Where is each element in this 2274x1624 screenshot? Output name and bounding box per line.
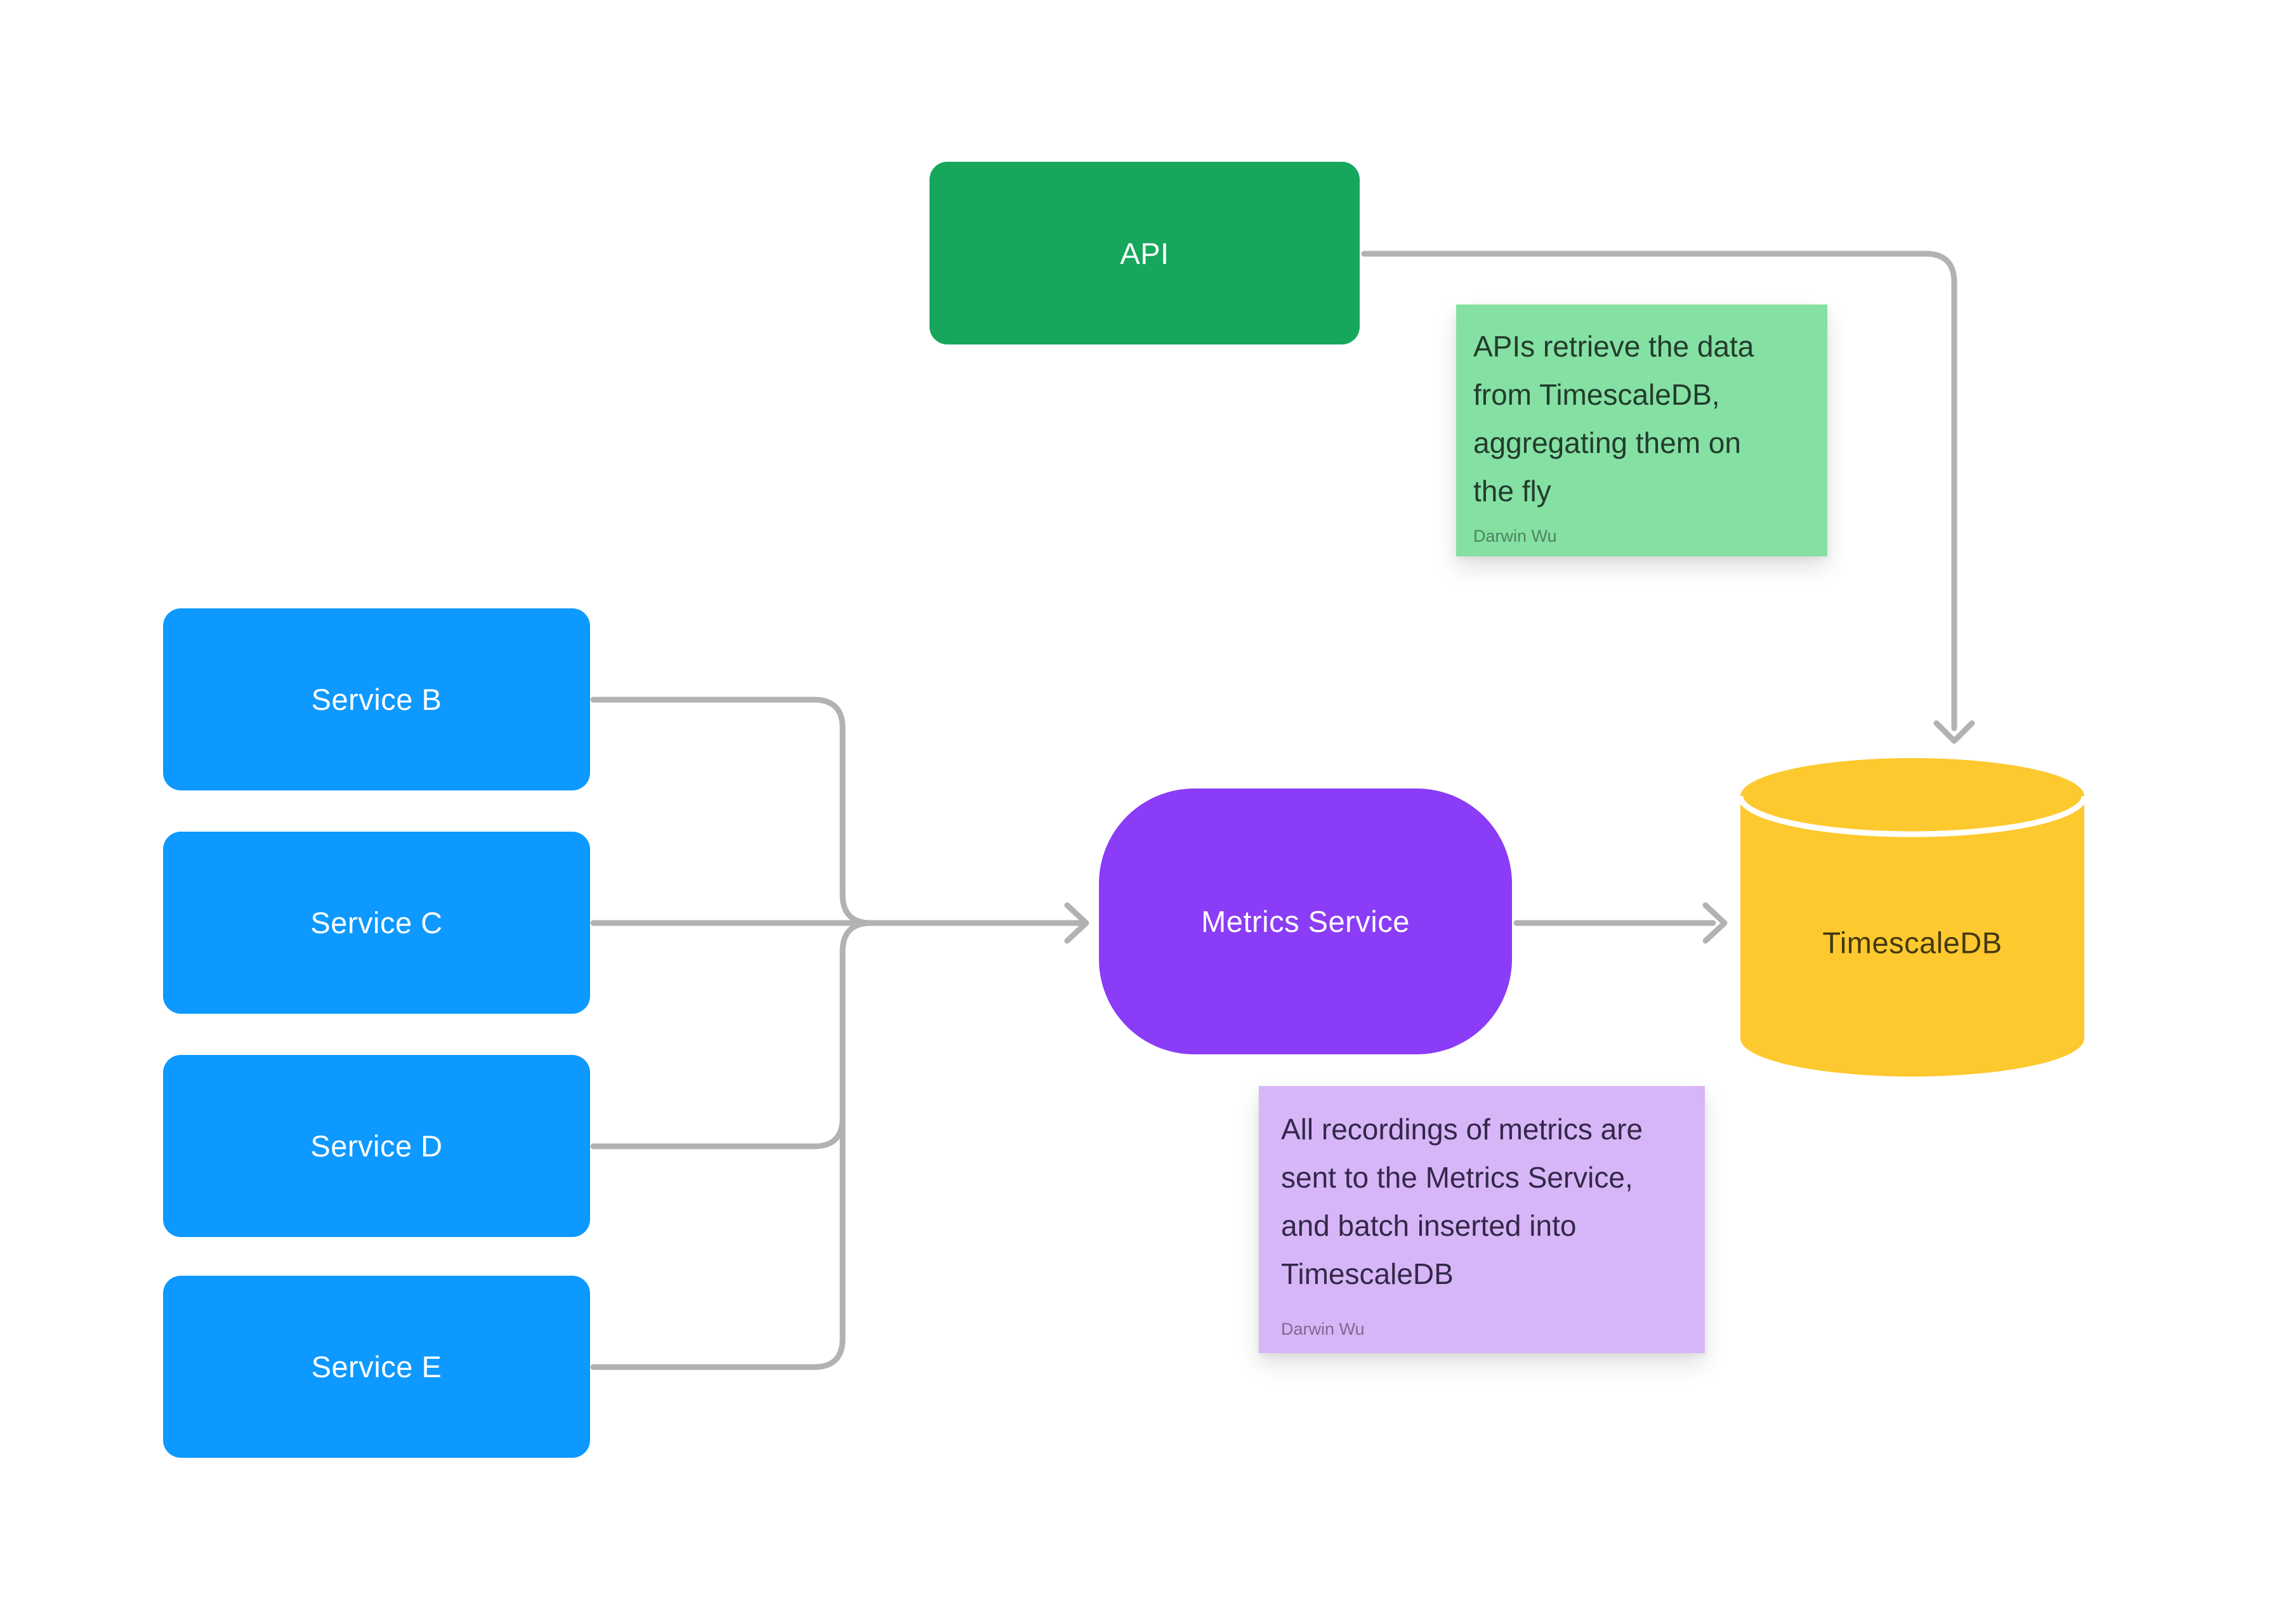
connector-service-d-line[interactable]	[590, 1115, 846, 1149]
metrics-service-label: Metrics Service	[1201, 905, 1410, 938]
connector-api-db-line[interactable]	[1361, 251, 1957, 731]
sticky-note-metrics[interactable]: All recordings of metrics are sent to th…	[1259, 1086, 1705, 1353]
arrowhead-into-metrics-icon	[1064, 902, 1089, 944]
connector-api-to-db[interactable]	[1361, 251, 1975, 744]
sticky-note-api-author: Darwin Wu	[1473, 527, 1557, 546]
connector-service-b-line[interactable]	[590, 697, 874, 926]
sticky-note-metrics-text: All recordings of metrics are sent to th…	[1281, 1113, 1643, 1290]
service-e-shape[interactable]: Service E	[163, 1276, 590, 1458]
metrics-service-shape[interactable]: Metrics Service	[1099, 789, 1512, 1054]
service-c-shape[interactable]: Service C	[163, 832, 590, 1014]
timescaledb-label: TimescaleDB	[1822, 926, 2002, 960]
connector-metrics-to-db[interactable]	[1513, 902, 1728, 944]
timescaledb-cylinder-shape[interactable]: TimescaleDB	[1737, 758, 2087, 1077]
api-shape[interactable]: API	[930, 162, 1360, 344]
arrowhead-into-db-top-icon	[1933, 720, 1975, 744]
sticky-note-metrics-author: Darwin Wu	[1281, 1320, 1365, 1339]
cylinder-cap-line	[1737, 796, 2087, 837]
service-e-label: Service E	[311, 1350, 442, 1384]
service-c-label: Service C	[310, 906, 443, 940]
sticky-note-api-text: APIs retrieve the data from TimescaleDB,…	[1473, 330, 1754, 508]
connector-services-to-metrics[interactable]	[590, 697, 1089, 1370]
service-b-shape[interactable]: Service B	[163, 608, 590, 790]
sticky-note-api[interactable]: APIs retrieve the data from TimescaleDB,…	[1456, 304, 1827, 556]
arrowhead-into-db-left-icon	[1702, 902, 1728, 944]
service-d-label: Service D	[310, 1129, 443, 1163]
database-cylinder-icon	[1737, 758, 2087, 1077]
service-b-label: Service B	[311, 683, 442, 716]
cylinder-body	[1740, 758, 2084, 1077]
service-d-shape[interactable]: Service D	[163, 1055, 590, 1237]
connector-service-e-line[interactable]	[590, 920, 874, 1370]
api-shape-label: API	[1120, 236, 1169, 270]
